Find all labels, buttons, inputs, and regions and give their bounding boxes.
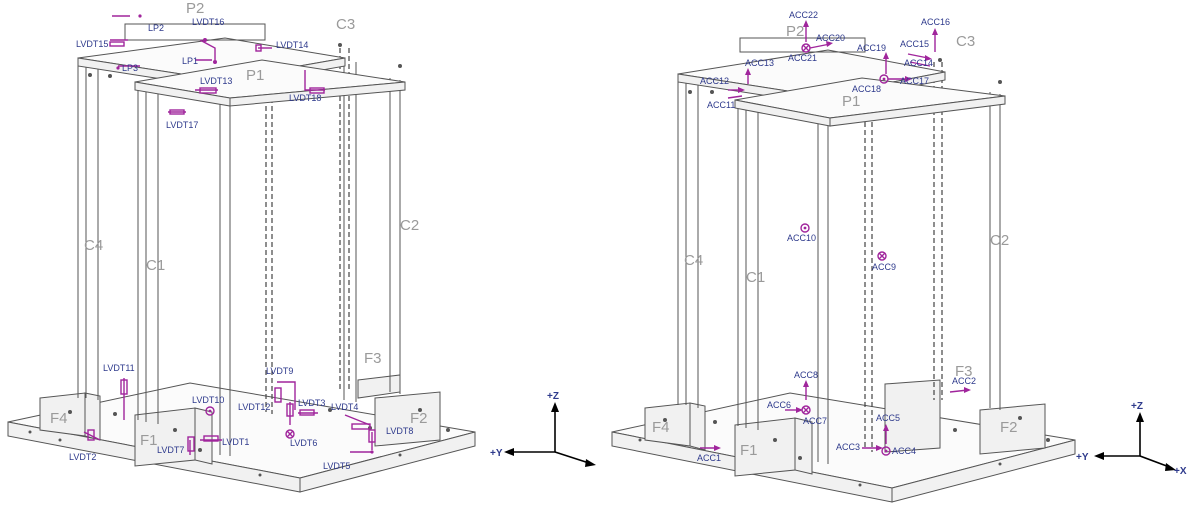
label-f1: F1: [140, 432, 158, 449]
label-f3: F3: [955, 363, 973, 380]
label-c3: C3: [956, 33, 975, 50]
right-axis-triad: +Z +Y +X: [1076, 401, 1187, 477]
label-lvdt17: LVDT17: [166, 120, 198, 130]
axis-label-y: +Y: [490, 448, 503, 459]
label-acc3: ACC3: [836, 442, 860, 452]
label-lvdt13: LVDT13: [200, 76, 232, 86]
label-acc1: ACC1: [697, 453, 721, 463]
label-acc5: ACC5: [876, 413, 900, 423]
element-labels: P2 C3 P1 C4 C1 C2 F3 F4 F1 F2: [652, 23, 1018, 459]
label-lvdt4: LVDT4: [331, 402, 358, 412]
label-acc6: ACC6: [767, 400, 791, 410]
label-acc15: ACC15: [900, 39, 929, 49]
foundation-blocks: [39, 374, 441, 467]
label-lvdt14: LVDT14: [276, 40, 308, 50]
lvdt-sensor-glyphs: [83, 14, 376, 455]
hidden-columns: [265, 48, 350, 414]
label-acc12: ACC12: [700, 76, 729, 86]
axis-label-x: +X: [1174, 466, 1187, 477]
label-acc13: ACC13: [745, 58, 774, 68]
label-acc11: ACC11: [707, 100, 735, 110]
label-lvdt11: LVDT11: [103, 363, 135, 373]
label-c4: C4: [84, 237, 103, 254]
label-c4: C4: [684, 252, 703, 269]
label-f4: F4: [50, 410, 68, 427]
label-acc21: ACC21: [788, 53, 817, 63]
label-acc2: ACC2: [952, 376, 976, 386]
top-slabs: [677, 37, 1006, 127]
label-p2: P2: [186, 0, 204, 17]
label-lp3: LP3: [122, 63, 138, 73]
label-f1: F1: [740, 442, 758, 459]
label-acc20: ACC20: [816, 33, 845, 43]
label-lvdt12: LVDT12: [238, 402, 270, 412]
label-acc18: ACC18: [852, 84, 881, 94]
label-lvdt9: LVDT9: [266, 366, 293, 376]
label-lvdt16: LVDT16: [192, 17, 224, 27]
left-structure-model: P2 C3 P1 C4 C1 C2 F3 F4 F1 F2 LVDT16 LP2…: [7, 0, 596, 493]
label-acc9: ACC9: [872, 262, 896, 272]
right-structure-model: P2 C3 P1 C4 C1 C2 F3 F4 F1 F2 ACC22 ACC2…: [611, 10, 1187, 503]
label-p1: P1: [842, 93, 860, 110]
label-acc22: ACC22: [789, 10, 818, 20]
label-acc14: ACC14: [904, 58, 933, 68]
columns: [677, 74, 1001, 464]
axis-label-z: +Z: [547, 391, 559, 402]
label-lvdt6: LVDT6: [290, 438, 317, 448]
label-lvdt2: LVDT2: [69, 452, 96, 462]
label-f3: F3: [364, 350, 382, 367]
label-f4: F4: [652, 419, 670, 436]
label-lvdt10: LVDT10: [192, 395, 224, 405]
label-c2: C2: [400, 217, 419, 234]
axis-label-z: +Z: [1131, 401, 1143, 412]
top-slabs: [77, 23, 406, 107]
label-lvdt15: LVDT15: [76, 39, 108, 49]
label-acc17: ACC17: [900, 76, 929, 86]
left-axis-triad: +Z +Y: [490, 391, 596, 467]
axis-label-y: +Y: [1076, 452, 1089, 463]
label-acc4: ACC4: [892, 446, 916, 456]
foundation-blocks: [644, 379, 1046, 477]
label-p2: P2: [786, 23, 804, 40]
label-f2: F2: [1000, 419, 1018, 436]
label-acc10: ACC10: [787, 233, 816, 243]
label-lvdt3: LVDT3: [298, 398, 325, 408]
columns: [77, 58, 401, 456]
label-lp1: LP1: [182, 56, 198, 66]
label-acc8: ACC8: [794, 370, 818, 380]
bolts: [638, 58, 1050, 487]
label-c2: C2: [990, 232, 1009, 249]
label-c1: C1: [146, 257, 165, 274]
label-lvdt1: LVDT1: [222, 437, 249, 447]
hidden-columns: [864, 62, 943, 452]
accelerometer-glyphs: [700, 20, 971, 456]
label-lvdt7: LVDT7: [157, 445, 184, 455]
label-f2: F2: [410, 410, 428, 427]
label-lvdt5: LVDT5: [323, 461, 350, 471]
lvdt-sensor-labels: LVDT16 LP2 LVDT15 LVDT14 LP1 LP3 LVDT13 …: [69, 17, 413, 471]
label-p1: P1: [246, 67, 264, 84]
label-lvdt8: LVDT8: [386, 426, 413, 436]
label-c1: C1: [746, 269, 765, 286]
element-labels: P2 C3 P1 C4 C1 C2 F3 F4 F1 F2: [50, 0, 428, 449]
label-acc7: ACC7: [803, 416, 827, 426]
label-lp2: LP2: [148, 23, 164, 33]
label-c3: C3: [336, 16, 355, 33]
label-acc19: ACC19: [857, 43, 886, 53]
label-acc16: ACC16: [921, 17, 950, 27]
label-lvdt18: LVDT18: [289, 93, 321, 103]
accelerometer-labels: ACC22 ACC20 ACC21 ACC16 ACC19 ACC15 ACC1…: [697, 10, 976, 463]
